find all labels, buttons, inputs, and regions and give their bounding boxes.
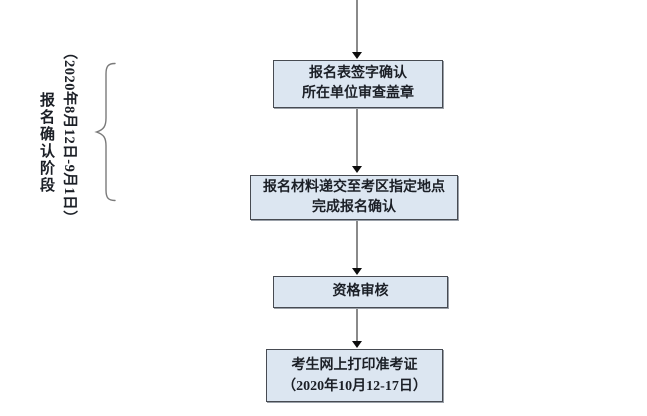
flow-step-text-line: 考生网上打印准考证	[291, 357, 418, 373]
flow-step-text-line: 报名表签字确认	[309, 66, 407, 81]
connector-line-top	[356, 0, 358, 53]
connector-line-1-2	[356, 108, 358, 166]
flow-step-qualification-review: 资格审核	[273, 276, 448, 308]
curly-brace-icon	[94, 62, 116, 202]
flow-step-text-line: 资格审核	[332, 284, 389, 299]
arrow-down-icon	[352, 341, 362, 348]
flow-step-print-admission-ticket: 考生网上打印准考证 （2020年10月12-17日）	[266, 349, 443, 402]
flow-step-text-line: 完成报名确认	[312, 199, 396, 215]
arrow-down-icon	[352, 268, 362, 275]
stage-name-label: 报名确认阶段	[38, 92, 54, 194]
stage-date-range-label: （2020年8月12日-9月1日）	[61, 45, 77, 226]
connector-line-2-3	[356, 219, 358, 268]
arrow-down-icon	[352, 166, 362, 173]
connector-line-3-4	[356, 308, 358, 341]
arrow-down-icon	[352, 52, 362, 59]
flow-step-text-line: 所在单位审查盖章	[302, 86, 414, 101]
flow-step-text-line: （2020年10月12-17日）	[282, 378, 427, 394]
flow-step-text-line: 报名材料递交至考区指定地点	[263, 179, 445, 195]
flow-step-submit-materials: 报名材料递交至考区指定地点 完成报名确认	[250, 175, 458, 220]
flow-step-signature-confirmation: 报名表签字确认 所在单位审查盖章	[273, 60, 443, 108]
